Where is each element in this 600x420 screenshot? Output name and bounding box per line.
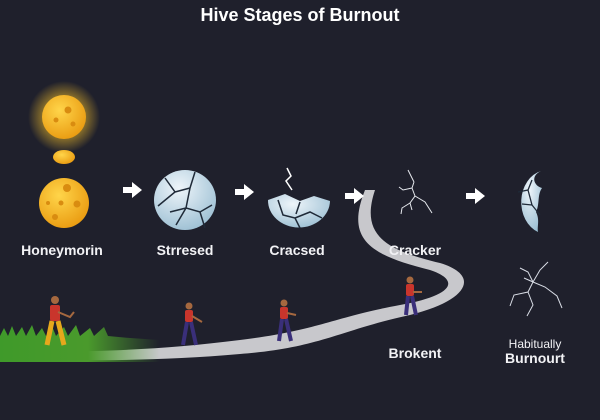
arrow-right-icon bbox=[466, 188, 485, 204]
walker-figure bbox=[277, 299, 297, 342]
stage-label-cracker: Cracker bbox=[388, 242, 442, 258]
stage-label-honeymoon: Honeymorin bbox=[21, 242, 103, 258]
grass bbox=[0, 325, 160, 362]
stage-label-broken: Brokent bbox=[388, 345, 442, 361]
cracked-sphere-icon bbox=[154, 170, 216, 230]
stage-label-cracked: Cracsed bbox=[269, 242, 325, 258]
road bbox=[0, 190, 464, 361]
broken-sphere-icon bbox=[267, 167, 330, 229]
arrow-right-icon bbox=[345, 188, 364, 204]
golden-sphere-icon bbox=[28, 81, 100, 228]
shattered-lines-icon bbox=[509, 261, 563, 317]
stage-label-burnout: Burnourt bbox=[505, 350, 565, 366]
half-sphere-icon bbox=[517, 171, 542, 232]
stage-label-habitually: Habitually bbox=[508, 337, 562, 351]
arrow-right-icon bbox=[235, 184, 254, 200]
stage-label-stressed: Strresed bbox=[156, 242, 214, 258]
walker-figure bbox=[404, 276, 422, 316]
arrow-right-icon bbox=[123, 182, 142, 198]
arrows bbox=[123, 182, 485, 204]
walker-figure bbox=[44, 296, 75, 346]
walker-figure bbox=[181, 302, 203, 346]
page-title: Hive Stages of Burnout bbox=[200, 5, 400, 25]
crack-lines-icon bbox=[398, 169, 433, 215]
